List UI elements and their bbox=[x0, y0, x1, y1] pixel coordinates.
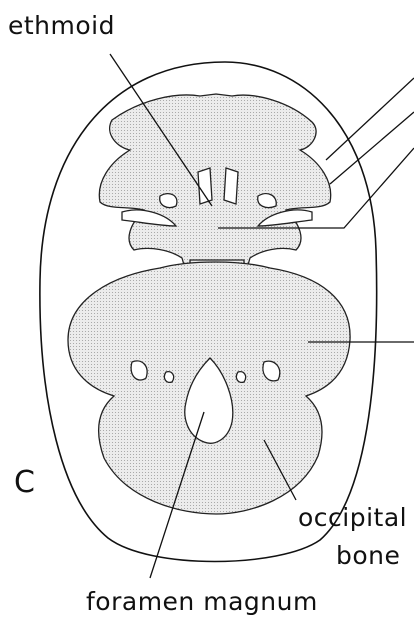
optic-foramen-right bbox=[258, 194, 277, 208]
hypoglossal-canal-left bbox=[164, 372, 173, 383]
occipital-label-line2: bone bbox=[336, 541, 400, 570]
ethmoid-gap-right bbox=[224, 168, 238, 204]
panel-letter: C bbox=[14, 465, 35, 500]
ethmoid-label: ethmoid bbox=[8, 11, 115, 40]
ethmoid-gap-left bbox=[198, 168, 212, 204]
foramen-magnum-label: foramen magnum bbox=[86, 587, 318, 616]
leader-right-2 bbox=[330, 112, 414, 184]
anterior-fossa bbox=[99, 94, 330, 272]
optic-foramen-left bbox=[160, 194, 177, 208]
jugular-foramen-left bbox=[131, 361, 147, 380]
hypoglossal-canal-right bbox=[236, 372, 245, 383]
occipital-label-line1: occipital bbox=[298, 503, 407, 532]
leader-right-1 bbox=[326, 78, 414, 160]
